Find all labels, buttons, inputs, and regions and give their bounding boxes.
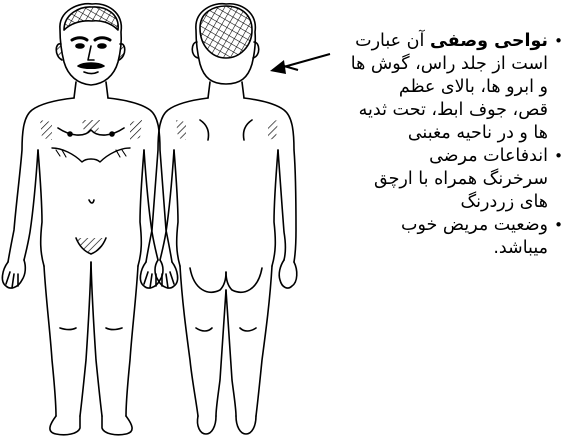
regions-heading: نواحی وصفی (430, 31, 548, 51)
list-item-eruption: اندفاعات مرضی سرخرنگ همراه با ارچق های ز… (288, 145, 548, 214)
front-axilla-left-lesion (40, 120, 52, 140)
list-item-line: قص، جوف ابط، تحت ثدیه (288, 99, 548, 122)
front-body-figure (2, 4, 177, 435)
front-eyebrow-left (72, 38, 87, 40)
list-item-regions: نواحی وصفی آن عبارت است از جلد راس، گوش … (288, 30, 548, 145)
front-ear-left (56, 44, 62, 60)
back-axilla-left-lesion (176, 120, 186, 140)
description-panel: نواحی وصفی آن عبارت است از جلد راس، گوش … (288, 30, 564, 260)
list-item-line: سرخرنگ همراه با ارچق (288, 168, 548, 191)
front-groin-lesion (76, 238, 106, 254)
list-item-line: و ابرو ها، بالای عظم (288, 76, 548, 99)
back-scalp-lesion (200, 6, 252, 58)
list-item-line: ها و در ناحیه مغبنی (288, 122, 548, 145)
front-chest-lesion (82, 120, 100, 132)
list-item-line: اندفاعات مرضی (288, 145, 548, 168)
list-item-condition: وضعیت مریض خوب میباشد. (288, 214, 548, 260)
front-ear-right (119, 44, 125, 60)
list-item-line: های زردرنگ (288, 191, 548, 214)
description-list: نواحی وصفی آن عبارت است از جلد راس، گوش … (288, 30, 564, 260)
body-diagram (0, 0, 300, 439)
list-item-line: میباشد. (288, 237, 548, 260)
list-item-line: وضعیت مریض خوب (288, 214, 548, 237)
back-hand-right (279, 260, 297, 288)
front-hair-lesion (64, 7, 118, 30)
back-axilla-right-lesion (268, 120, 278, 140)
front-mustache (78, 63, 104, 68)
list-item-line: است از جلد راس، گوش ها (288, 53, 548, 76)
front-eyebrow-right (95, 38, 110, 40)
front-axilla-right-lesion (130, 120, 142, 140)
list-item-line: نواحی وصفی آن عبارت (288, 30, 548, 53)
